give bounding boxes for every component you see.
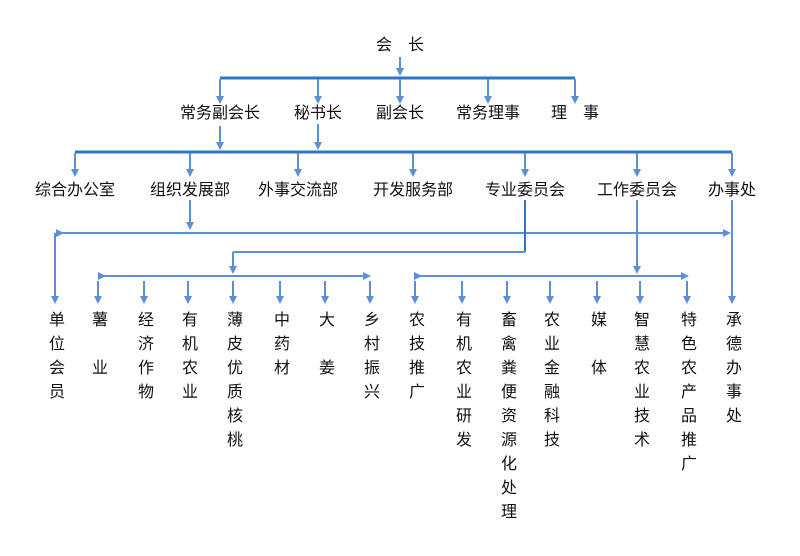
professional-committee-node: 专业委员会 — [484, 180, 566, 199]
organization-development-dept-node: 组织发展部 — [149, 180, 231, 199]
subunit-node: 农业金融科技 — [541, 311, 560, 455]
subunit-node: 薯 业 — [89, 311, 108, 383]
vice-president-node: 副会长 — [375, 103, 425, 122]
foreign-affairs-dept-node: 外事交流部 — [257, 180, 339, 199]
executive-director-node: 常务理事 — [455, 103, 521, 122]
general-office-node: 综合办公室 — [34, 180, 116, 199]
work-committee-node: 工作委员会 — [596, 180, 678, 199]
subunit-node: 有机农业 — [179, 311, 198, 407]
subunit-node: 单位会员 — [46, 311, 65, 407]
director-node: 理 事 — [550, 103, 600, 122]
subunit-node: 畜禽粪便资源化处理 — [498, 311, 517, 527]
subunit-node: 中药材 — [271, 311, 290, 383]
subunit-node: 乡村振兴 — [361, 311, 380, 407]
subunit-node: 薄皮优质核桃 — [224, 311, 243, 455]
subunit-node: 特色农产品推广 — [678, 311, 697, 479]
subunit-node: 大 姜 — [316, 311, 335, 383]
subunit-node: 农技推广 — [406, 311, 425, 407]
subunit-node: 智慧农业技术 — [631, 311, 650, 455]
subunit-node: 有机农业研发 — [453, 311, 472, 455]
subunit-node: 经济作物 — [135, 311, 154, 407]
subunit-node: 承德办事处 — [723, 311, 742, 431]
executive-vice-president-node: 常务副会长 — [179, 103, 261, 122]
subunit-node: 媒 体 — [588, 311, 607, 383]
secretary-general-node: 秘书长 — [293, 103, 343, 122]
liaison-office-node: 办事处 — [707, 180, 757, 199]
president-node: 会 长 — [375, 35, 425, 54]
development-services-dept-node: 开发服务部 — [372, 180, 454, 199]
